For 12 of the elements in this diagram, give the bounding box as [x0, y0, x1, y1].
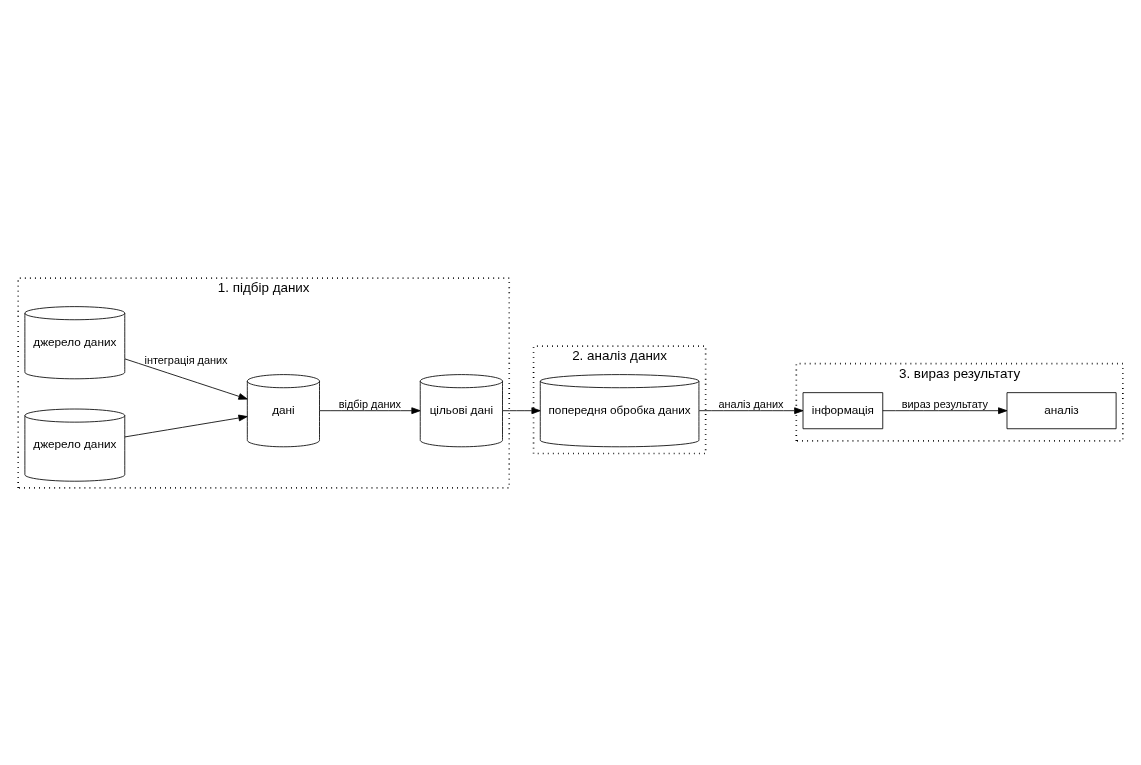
node-box: аналіз: [1006, 391, 1117, 429]
arrow: [124, 414, 248, 437]
arrow: [698, 406, 804, 414]
arrow: [882, 406, 1008, 414]
edge-label: аналіз даних: [718, 397, 784, 410]
edge-label: інтеграція даних: [144, 353, 228, 366]
node-box: інформація: [802, 391, 884, 429]
arrow: [319, 406, 421, 414]
arrow: [124, 358, 248, 400]
edge-label: вираз результату: [901, 397, 989, 410]
arrow: [502, 406, 541, 414]
edge-label: відбір даних: [338, 397, 402, 410]
